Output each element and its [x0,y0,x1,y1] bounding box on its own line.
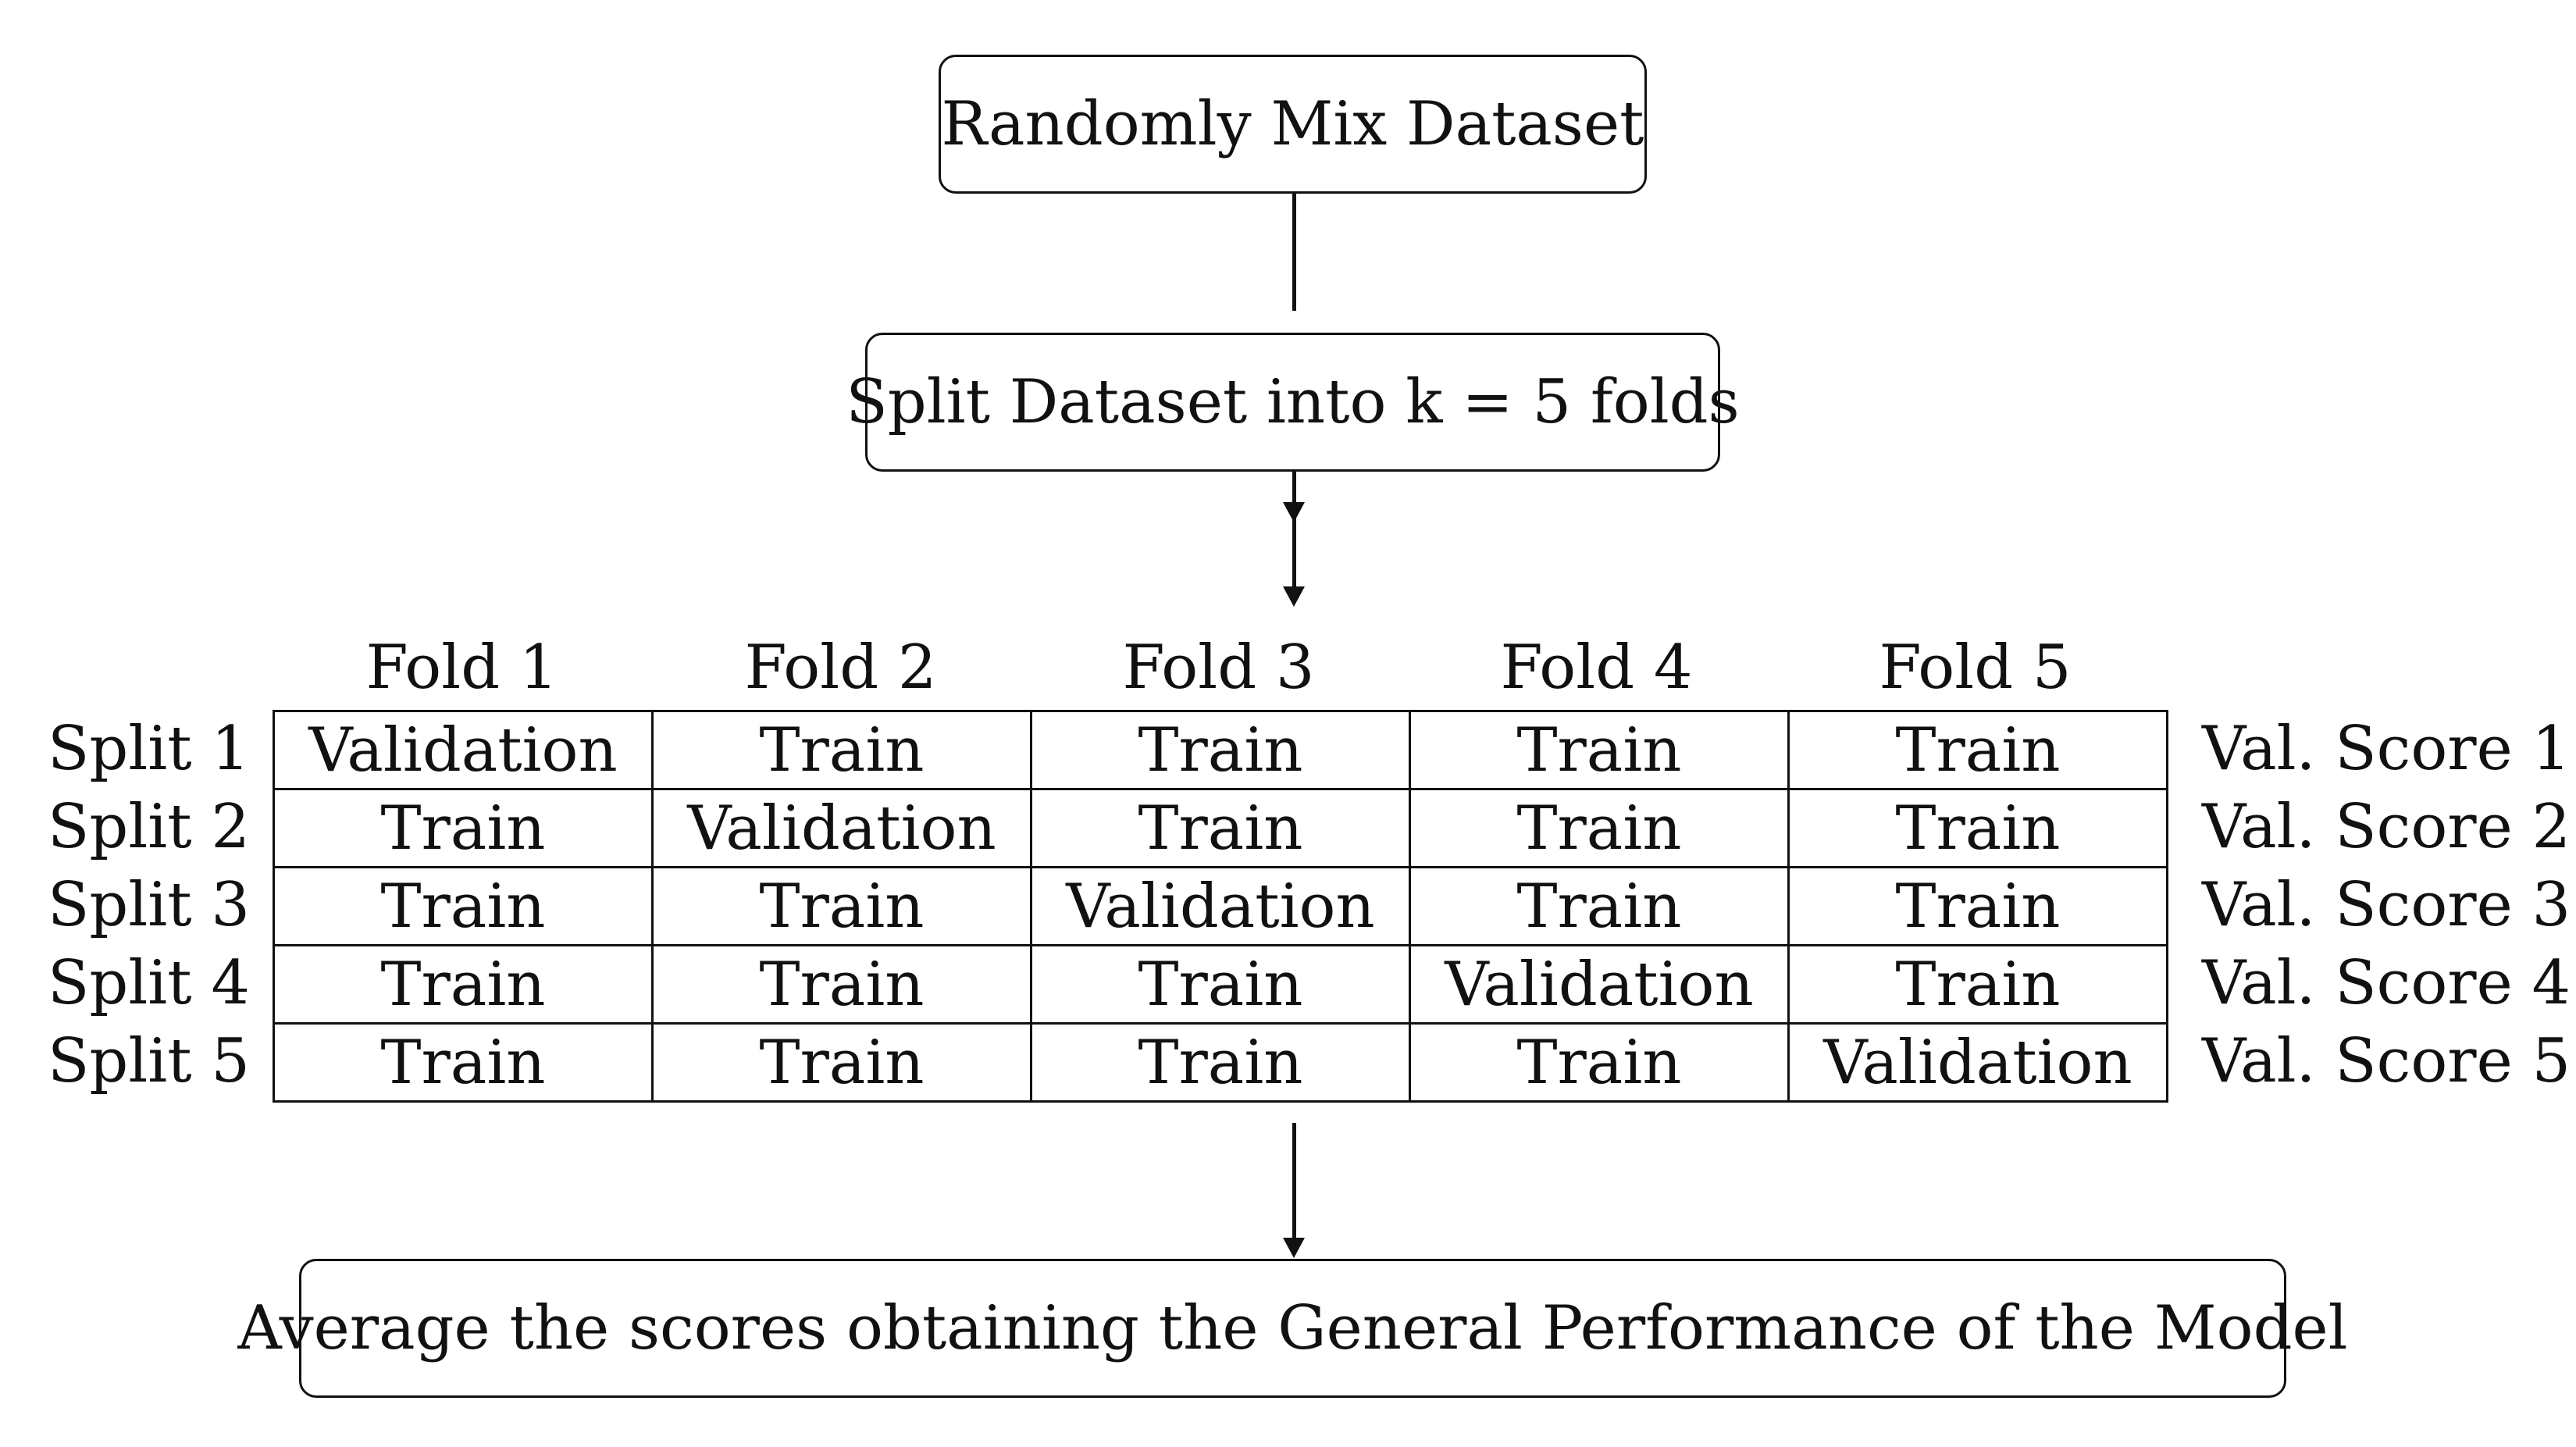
average-scores-box: Average the scores obtaining the General… [237,1259,2348,1398]
fold-cell: Train [1409,1022,1790,1103]
fold-header-2: Fold 2 [744,633,937,703]
fold-cell: Train [651,944,1032,1025]
fold-cell: Train [1030,944,1411,1025]
val-score-label-5: Val. Score 5 [2202,1026,2571,1096]
table-row-split-1: Validation Train Train Train Train [273,710,2168,790]
table-row-split-5: Train Train Train Train Validation [273,1022,2168,1103]
fold-cell: Train [651,1022,1032,1103]
fold-cell: Train [1030,1022,1411,1103]
val-score-label-3: Val. Score 3 [2202,870,2571,940]
fold-cell: Train [1787,710,2168,790]
split-label-1: Split 1 [47,714,250,784]
fold-cell: Train [1787,788,2168,868]
folds-table: Validation Train Train Train Train Train… [273,710,2168,1103]
split-dataset-label: Split Dataset into k = 5 folds [846,367,1740,437]
fold-cell: Train [1787,944,2168,1025]
val-score-label-1: Val. Score 1 [2202,714,2571,784]
fold-cell: Train [1409,866,1790,946]
fold-header-4: Fold 4 [1500,633,1693,703]
randomly-mix-dataset-box: Randomly Mix Dataset [939,55,1647,194]
fold-header-3: Fold 3 [1122,633,1315,703]
fold-cell: Validation [651,788,1032,868]
fold-cell: Validation [1030,866,1411,946]
fold-cell: Train [273,944,654,1025]
fold-cell: Train [1409,788,1790,868]
fold-cell: Train [1030,788,1411,868]
split-label-5: Split 5 [47,1026,250,1096]
split-dataset-box: Split Dataset into k = 5 folds [846,333,1740,472]
split-label-3: Split 3 [47,870,250,940]
fold-cell: Train [651,866,1032,946]
val-score-label-2: Val. Score 2 [2202,792,2571,862]
randomly-mix-dataset-label: Randomly Mix Dataset [941,89,1644,159]
table-row-split-4: Train Train Train Validation Train [273,944,2168,1025]
fold-header-1: Fold 1 [365,633,558,703]
table-row-split-2: Train Validation Train Train Train [273,788,2168,868]
fold-cell: Train [273,866,654,946]
fold-cell: Train [1030,710,1411,790]
fold-cell: Train [1409,710,1790,790]
average-scores-label: Average the scores obtaining the General… [237,1293,2348,1363]
split-label-2: Split 2 [47,792,250,862]
fold-cell: Train [273,1022,654,1103]
val-score-label-4: Val. Score 4 [2202,948,2571,1018]
split-label-4: Split 4 [47,948,250,1018]
fold-cell: Train [273,788,654,868]
fold-cell: Train [1787,866,2168,946]
fold-header-5: Fold 5 [1879,633,2072,703]
fold-cell: Validation [1787,1022,2168,1103]
fold-cell: Validation [1409,944,1790,1025]
table-row-split-3: Train Train Validation Train Train [273,866,2168,946]
fold-cell: Train [651,710,1032,790]
fold-cell: Validation [273,710,654,790]
